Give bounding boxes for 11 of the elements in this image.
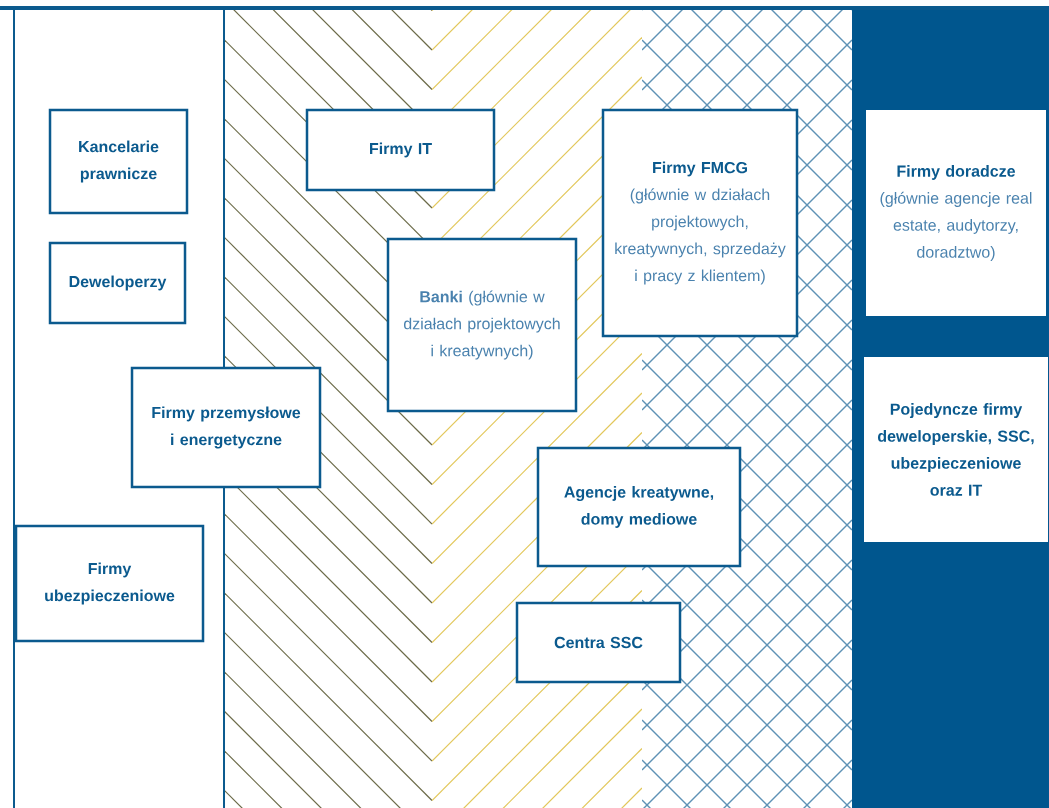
sector-box: Kancelarie prawnicze	[48, 108, 189, 215]
sector-box: Deweloperzy	[48, 241, 187, 325]
sector-panel: Firmy doradcze (głównie agencje real estate, audytorzy, doradztwo)	[866, 110, 1046, 316]
sector-box: Firmy przemysłowe i energetyczne	[130, 366, 322, 489]
sector-box: Centra SSC	[515, 601, 682, 684]
sector-box: Firmy IT	[305, 108, 496, 192]
sector-box: Firmy FMCG (głównie w działach projektowych, kreatywnych, sprzedaży i pracy z klientem)	[601, 108, 799, 338]
sector-box: Firmy ubezpieczeniowe	[14, 524, 205, 643]
sector-box: Banki (głównie w działach projektowych i kreatywnych)	[386, 237, 578, 413]
sector-box: Agencje kreatywne, domy mediowe	[536, 446, 742, 568]
sector-panel: Pojedyncze firmy deweloperskie, SSC, ubezpieczeniowe oraz IT	[864, 357, 1048, 542]
